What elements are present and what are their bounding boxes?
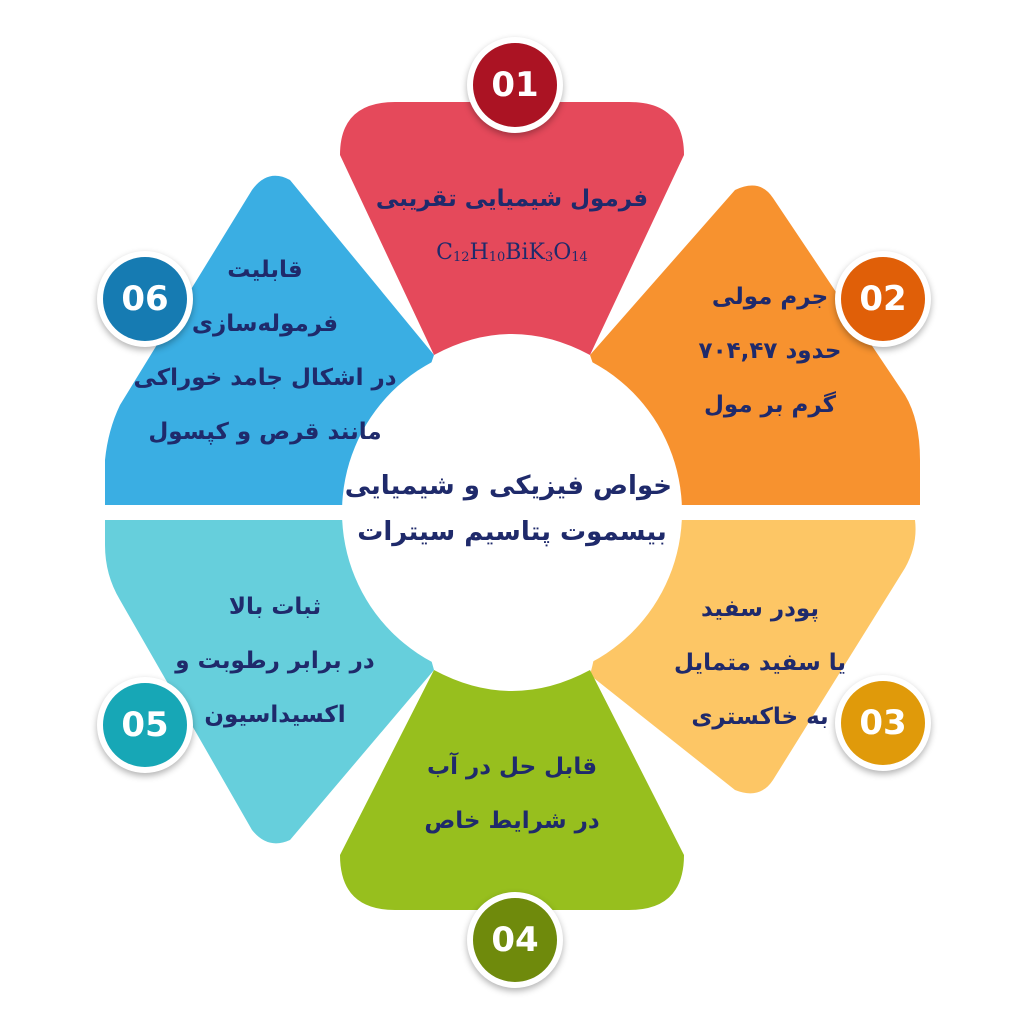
segment-04-line1: قابل حل در آب bbox=[426, 754, 598, 780]
formula-bik: BiK bbox=[505, 240, 545, 265]
segment-06-line1: قابلیت bbox=[227, 257, 303, 283]
formula-o: O bbox=[553, 240, 572, 265]
segment-01 bbox=[340, 102, 684, 355]
segment-06-text: قابلیت فرموله‌سازی در اشکال جامد خوراکی … bbox=[120, 243, 410, 459]
segment-03-line1: پودر سفید bbox=[701, 596, 819, 622]
center-title-line1: خواص فیزیکی و شیمیایی bbox=[344, 471, 672, 501]
formula-o-count: 14 bbox=[571, 250, 588, 265]
segment-02-line2: حدود ۷۰۴,۴۷ bbox=[698, 338, 842, 364]
formula-c: C bbox=[436, 240, 454, 265]
segment-02-line3: گرم بر مول bbox=[703, 392, 837, 418]
segment-03-line2: یا سفید متمایل bbox=[674, 650, 846, 676]
badge-06: 06 bbox=[97, 251, 193, 347]
center-circle bbox=[342, 342, 682, 682]
segment-03-line3: به خاکستری bbox=[691, 704, 829, 730]
badge-02: 02 bbox=[835, 251, 931, 347]
formula-k-count: 3 bbox=[544, 250, 554, 265]
segment-04-line2: در شرایط خاص bbox=[424, 808, 600, 834]
segment-05 bbox=[105, 520, 434, 844]
segment-05-line1: ثبات بالا bbox=[228, 594, 322, 620]
segment-06 bbox=[105, 175, 434, 505]
segment-03-text: پودر سفید یا سفید متمایل به خاکستری bbox=[630, 582, 890, 744]
segment-02 bbox=[590, 185, 920, 505]
segment-03 bbox=[590, 520, 916, 794]
segment-06-line2: فرموله‌سازی bbox=[191, 311, 339, 337]
segment-04 bbox=[340, 670, 684, 910]
segment-06-line3: در اشکال جامد خوراکی bbox=[133, 365, 397, 391]
badge-04: 04 bbox=[467, 892, 563, 988]
badge-03: 03 bbox=[835, 675, 931, 771]
badge-05: 05 bbox=[97, 677, 193, 773]
formula-c-count: 12 bbox=[453, 250, 470, 265]
segment-02-line1: جرم مولی bbox=[711, 284, 829, 310]
formula-h: H bbox=[469, 240, 489, 265]
chemical-formula: C12H10BiK3O14 bbox=[372, 226, 652, 285]
segment-05-text: ثبات بالا در برابر رطوبت و اکسیداسیون bbox=[150, 580, 400, 742]
formula-h-count: 10 bbox=[488, 250, 506, 265]
segment-02-text: جرم مولی حدود ۷۰۴,۴۷ گرم بر مول bbox=[640, 270, 900, 432]
segment-01-text: فرمول شیمیایی تقریبی C12H10BiK3O14 bbox=[372, 172, 652, 285]
segment-04-text: قابل حل در آب در شرایط خاص bbox=[382, 740, 642, 848]
center-title-line2: بیسموت پتاسیم سیترات bbox=[357, 517, 667, 547]
segment-05-line3: اکسیداسیون bbox=[204, 702, 346, 728]
segment-06-line4: مانند قرص و کپسول bbox=[148, 419, 382, 445]
segment-01-line1: فرمول شیمیایی تقریبی bbox=[375, 186, 649, 212]
badge-01: 01 bbox=[467, 37, 563, 133]
center-title: خواص فیزیکی و شیمیایی بیسموت پتاسیم سیتر… bbox=[344, 463, 672, 555]
segment-05-line2: در برابر رطوبت و bbox=[175, 648, 375, 674]
